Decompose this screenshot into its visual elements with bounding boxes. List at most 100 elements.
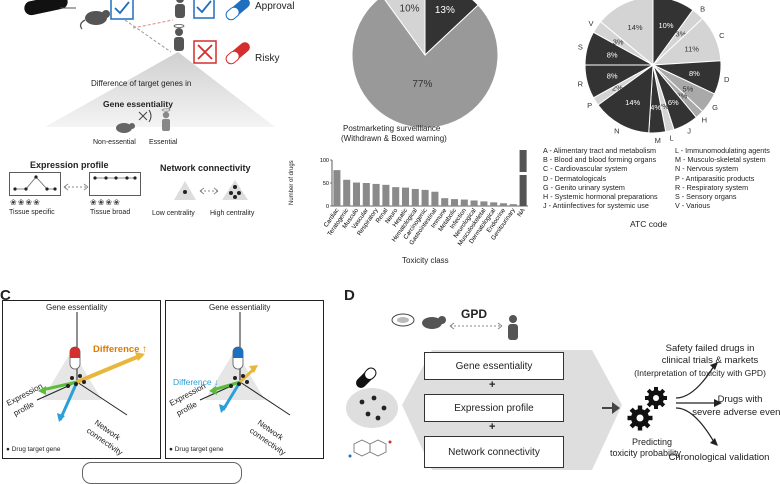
approval-check-icon bbox=[193, 0, 215, 19]
bar-category-label: NA bbox=[516, 206, 527, 218]
network-connectivity-title: Network connectivity bbox=[160, 163, 251, 173]
atc-data-label: 6% bbox=[668, 98, 679, 107]
bar bbox=[499, 203, 508, 206]
panel-c-left-axes bbox=[36, 312, 145, 422]
pie1-data-label: 10% bbox=[400, 3, 420, 14]
tissue-specific-plot bbox=[9, 172, 61, 196]
molecule-icon bbox=[348, 439, 392, 458]
gpd-label: GPD bbox=[461, 307, 488, 321]
bar-overflow bbox=[519, 150, 527, 160]
low-centrality-label: Low centrality bbox=[152, 210, 195, 217]
mouse-icon-d bbox=[422, 316, 446, 329]
atc-legend-item: C - Cardiovascular system bbox=[543, 164, 628, 174]
panel-c-bottom-frame bbox=[82, 462, 242, 484]
dashed-double-arrow-2 bbox=[199, 187, 219, 195]
person-icon-d bbox=[508, 315, 518, 340]
bar-y-tick-label: 100 bbox=[320, 158, 329, 164]
essential-label: Essential bbox=[149, 139, 178, 146]
atc-category-label: S bbox=[578, 42, 583, 51]
bar bbox=[352, 182, 361, 206]
atc-legend-item: L - Immunomodulating agents bbox=[675, 146, 770, 155]
atc-data-label: 2% bbox=[676, 92, 687, 101]
atc-category-label: R bbox=[578, 80, 584, 89]
risky-label: Risky bbox=[255, 53, 280, 64]
bar bbox=[401, 187, 410, 206]
gene-essentiality-title: Gene essentiality bbox=[103, 99, 173, 109]
high-centrality-network bbox=[222, 180, 248, 200]
bar bbox=[441, 198, 449, 206]
atc-legend-item: N - Nervous system bbox=[675, 164, 739, 174]
dashed-double-arrow bbox=[63, 183, 89, 191]
predicting-line2: toxicity probability bbox=[610, 448, 682, 458]
atc-data-label: 8% bbox=[607, 71, 618, 80]
pie1-slice bbox=[384, 0, 426, 57]
low-centrality-network bbox=[174, 181, 196, 200]
atc-data-label: 2% bbox=[658, 102, 669, 111]
bar bbox=[343, 179, 351, 206]
risky-cross-icon bbox=[193, 40, 217, 64]
expression-profile-title: Expression profile bbox=[30, 160, 109, 170]
outcome-1-line3: (Interpretation of toxicity with GPD) bbox=[634, 368, 766, 378]
panel-d-letter: D bbox=[344, 287, 355, 304]
person-icon bbox=[175, 0, 185, 18]
panel-a: Approval Risky Difference of target gene… bbox=[0, 0, 300, 270]
bar bbox=[421, 189, 429, 206]
bar bbox=[392, 187, 400, 206]
atc-slice bbox=[599, 0, 654, 67]
outcome-arrows bbox=[675, 362, 722, 446]
bar bbox=[382, 184, 390, 206]
outcome-1-line1: Safety failed drugs in bbox=[665, 343, 755, 354]
atc-legend-item: S - Sensory organs bbox=[675, 192, 737, 202]
atc-category-label: J bbox=[687, 127, 691, 136]
atc-data-label: 2% bbox=[612, 84, 623, 93]
feature-box-network-connectivity: Network connectivity bbox=[424, 436, 564, 468]
petri-dish-icon bbox=[391, 313, 415, 327]
approval-label: Approval bbox=[255, 1, 295, 12]
atc-xlabel: ATC code bbox=[630, 219, 668, 229]
bar bbox=[372, 183, 380, 206]
high-centrality-label: High centrality bbox=[210, 210, 255, 217]
gpd-double-arrow bbox=[449, 322, 503, 330]
bar bbox=[333, 170, 341, 206]
pie1-slice bbox=[424, 0, 479, 57]
arrow-to-prediction bbox=[602, 402, 620, 414]
atc-data-label: 4% bbox=[650, 103, 661, 112]
pie1-data-label: 13% bbox=[435, 5, 455, 16]
feature-box-expression-profile: Expression profile bbox=[424, 394, 564, 422]
bar bbox=[411, 188, 419, 206]
plus-1: + bbox=[489, 379, 496, 391]
connector-lines bbox=[60, 7, 76, 9]
mouse-icon bbox=[79, 10, 110, 30]
capsule-icon bbox=[24, 0, 68, 16]
toxicity-bar-chart: 050100CardiacTeratogenicMusculoVascularR… bbox=[320, 150, 528, 247]
outcome-2-line1: Drugs with bbox=[717, 394, 763, 405]
atc-legend-item: H - Systemic hormonal preparations bbox=[543, 192, 658, 202]
atc-category-label: C bbox=[719, 31, 725, 40]
gear-icon bbox=[627, 387, 667, 431]
c-left-legend: ● Drug target gene bbox=[6, 446, 61, 453]
outcome-2-line2: severe adverse events bbox=[692, 407, 780, 418]
bar bbox=[450, 199, 459, 206]
organ-icons-row: ❀❀❀❀ bbox=[10, 198, 41, 207]
atc-category-label: N bbox=[614, 127, 619, 136]
outcome-3-line1: Chronological validation bbox=[668, 452, 770, 463]
bar bbox=[470, 200, 478, 206]
mouse-small-icon bbox=[116, 123, 135, 133]
c-right-difference: Difference ↓ bbox=[173, 377, 219, 387]
atc-legend-item: A - Alimentary tract and metabolism bbox=[543, 146, 657, 155]
bar-y-tick-label: 0 bbox=[326, 204, 329, 210]
c-left-y-label: Gene essentiality bbox=[46, 303, 108, 312]
knockout-gene-icon bbox=[138, 109, 152, 123]
atc-data-label: 14% bbox=[625, 98, 640, 107]
bar bbox=[362, 183, 370, 206]
pie1-caption-line1: Postmarketing surveilliance bbox=[343, 124, 441, 133]
c-right-y-label: Gene essentiality bbox=[209, 303, 271, 312]
atc-category-label: D bbox=[724, 75, 730, 84]
tissue-specific-label: Tissue specific bbox=[9, 209, 55, 216]
pie1-caption-line2: (Withdrawn & Boxed warning) bbox=[341, 134, 447, 143]
atc-legend-item: V - Various bbox=[675, 201, 711, 211]
bar bbox=[431, 191, 439, 206]
plus-2: + bbox=[489, 421, 496, 433]
